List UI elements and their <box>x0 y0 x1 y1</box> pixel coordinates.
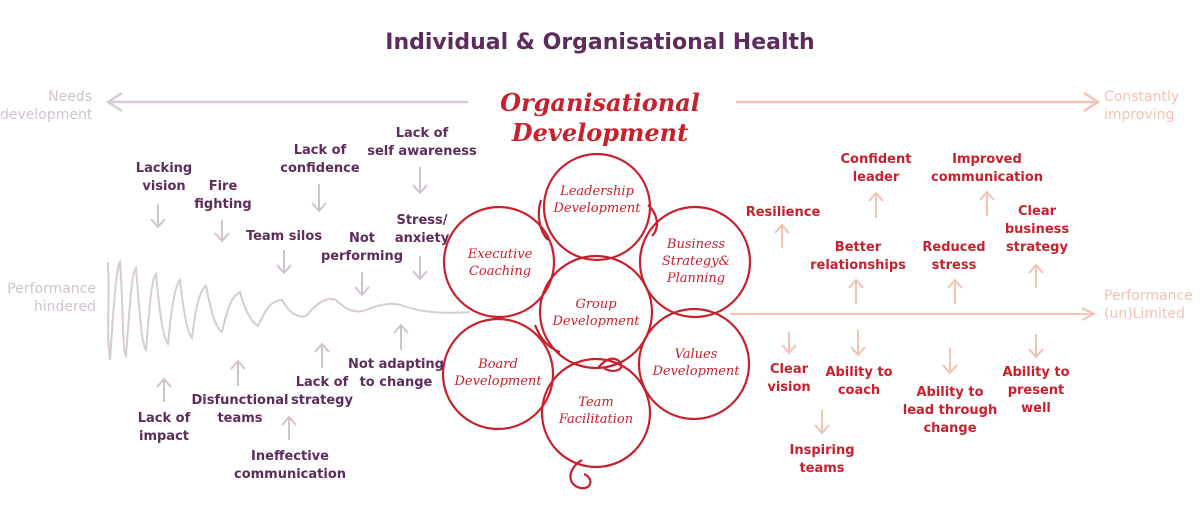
petal-group-circle <box>538 254 654 370</box>
neg-lack-self-awareness: Lack of self awareness <box>367 126 477 159</box>
petal-team-circle <box>540 357 652 469</box>
petal-executive-circle <box>442 205 556 319</box>
neg-not-performing: Not performing <box>320 231 404 264</box>
negative-arrows <box>150 167 428 440</box>
pos-resilience: Resilience <box>745 205 821 220</box>
neg-lack-strategy: Lack of strategy <box>291 375 353 408</box>
neg-lack-impact: Lack of impact <box>137 411 191 444</box>
development-flower <box>441 152 752 490</box>
neg-not-adapting: Not adapting to change <box>348 357 444 390</box>
petal-group-label: Group Development <box>552 297 640 329</box>
pos-ability-lead-change: Ability to lead through change <box>902 385 998 436</box>
petal-business-label: Business Strategy& Planning <box>661 237 731 286</box>
neg-stress-anxiety: Stress/ anxiety <box>394 213 450 246</box>
axis-left-mid: Performance hindered <box>7 281 96 315</box>
pos-clear-vision: Clear vision <box>767 362 811 395</box>
neg-ineffective-communication: Ineffective communication <box>233 449 347 482</box>
pos-ability-coach: Ability to coach <box>825 365 893 398</box>
neg-lacking-vision: Lacking vision <box>135 161 193 194</box>
center-title: Organisational Development <box>500 88 700 147</box>
pos-confident-leader: Confident leader <box>840 152 912 185</box>
pos-reduced-stress: Reduced stress <box>922 240 986 273</box>
axis-right-mid: Performance (un)Limited <box>1104 288 1193 322</box>
petal-values-label: Values Development <box>652 347 740 379</box>
pos-clear-business-strategy: Clear business strategy <box>1004 204 1070 255</box>
page-title: Individual & Organisational Health <box>385 30 815 55</box>
neg-team-silos: Team silos <box>245 229 323 244</box>
petal-business-circle <box>638 205 752 319</box>
pos-better-relationships: Better relationships <box>810 240 906 273</box>
petal-team-label: Team Facilitation <box>558 395 634 427</box>
left-top-arrow <box>105 91 468 113</box>
positive-arrows <box>774 190 1044 435</box>
neg-fire-fighting: Fire fighting <box>194 179 252 212</box>
petal-values-circle <box>637 307 751 421</box>
axis-left-top: Needs development <box>0 89 93 123</box>
right-mid-arrow <box>730 307 1097 321</box>
pos-inspiring-teams: Inspiring teams <box>789 443 855 476</box>
right-top-arrow <box>736 91 1101 113</box>
petal-executive-label: Executive Coaching <box>467 247 533 279</box>
petal-board-label: Board Development <box>454 357 542 389</box>
pos-ability-present: Ability to present well <box>1002 365 1070 416</box>
petal-board-circle <box>441 317 555 431</box>
neg-disfunctional-teams: Disfunctional teams <box>191 393 289 426</box>
petal-leadership-label: Leadership Development <box>553 184 641 216</box>
neg-lack-confidence: Lack of confidence <box>280 143 360 176</box>
axis-right-top: Constantly improving <box>1104 89 1180 123</box>
performance-wave <box>107 258 471 361</box>
pos-improved-communication: Improved communication <box>930 152 1044 185</box>
